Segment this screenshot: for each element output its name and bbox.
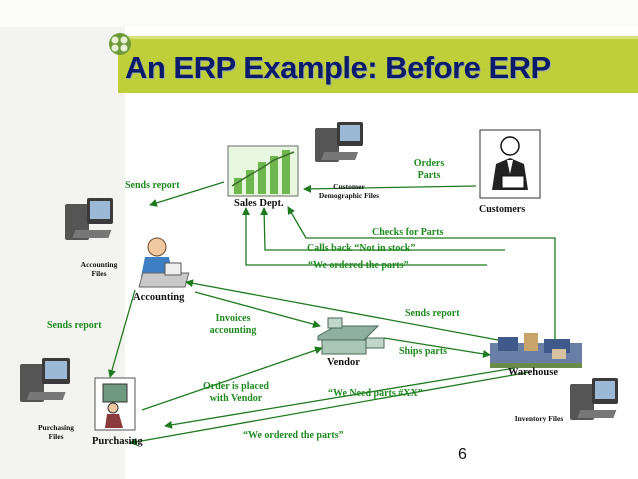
customers-label: Customers xyxy=(479,204,526,215)
arrow-warehouse-checks xyxy=(287,206,556,340)
calls-back-label: Calls back “Not in stock” xyxy=(307,243,416,254)
invoices-accounting-label: Invoices accounting xyxy=(209,313,257,336)
accounting-label: Accounting xyxy=(133,292,185,303)
arrow-warehouse-to-purchasing xyxy=(164,367,516,429)
sends-report-top-label: Sends report xyxy=(125,180,180,191)
computer-icon xyxy=(315,122,363,162)
page-number: 6 xyxy=(458,446,467,463)
bar-chart-icon xyxy=(227,145,299,197)
arrow-customers-to-sales xyxy=(303,184,477,193)
arrow-accounting-to-vendor xyxy=(194,291,321,329)
customer-person-icon xyxy=(479,129,541,199)
purchasing-files-label: Purchasing Files xyxy=(37,423,75,441)
arrow-purchasing-to-vendor xyxy=(141,346,323,411)
we-ordered-bottom-label: “We ordered the parts” xyxy=(243,430,344,441)
flow-arrows xyxy=(108,181,556,446)
arrow-we-ordered-top xyxy=(242,207,487,266)
sends-report-right-label: Sends report xyxy=(405,308,460,319)
arrow-calls-back xyxy=(260,207,505,251)
inventory-files-label: Inventory Files xyxy=(514,414,564,423)
sales-dept-label: Sales Dept. xyxy=(234,198,284,209)
arrow-accounting-to-purchasing xyxy=(108,289,136,378)
warehouse-icon xyxy=(490,333,582,368)
computer-icon xyxy=(570,378,618,420)
vendor-machine-icon xyxy=(317,317,385,355)
arrow-sends-report-right xyxy=(185,279,499,341)
vendor-label: Vendor xyxy=(327,357,360,368)
we-ordered-top-label: “We ordered the parts” xyxy=(308,260,409,271)
sends-report-left-label: Sends report xyxy=(47,320,102,331)
order-placed-label: Order is placed with Vendor xyxy=(203,381,269,404)
checks-for-parts-label: Checks for Parts xyxy=(372,227,444,238)
customer-files-label: Customer Demographic Files xyxy=(318,182,380,200)
accounting-files-label: Accounting Files xyxy=(80,260,118,278)
computer-icon xyxy=(20,358,70,402)
computer-icon xyxy=(65,198,113,240)
arrow-vendor-to-warehouse xyxy=(383,337,491,358)
arrow-sales-to-accounting-files xyxy=(149,181,225,207)
arrow-warehouse-to-purchasing-2 xyxy=(129,371,531,446)
purchasing-clerk-icon xyxy=(94,377,136,431)
we-need-parts-label: “We Need parts #XX” xyxy=(328,388,423,399)
orders-parts-label: Orders Parts xyxy=(413,158,445,181)
accountant-icon xyxy=(138,237,190,288)
purchasing-label: Purchasing xyxy=(92,436,143,447)
ships-parts-label: Ships parts xyxy=(399,346,448,357)
warehouse-label: Warehouse xyxy=(508,367,558,378)
slide-title: An ERP Example: Before ERP xyxy=(125,50,551,85)
